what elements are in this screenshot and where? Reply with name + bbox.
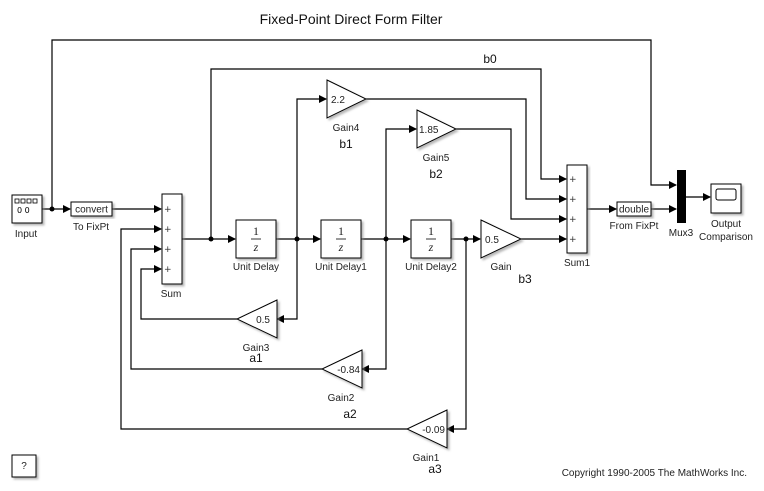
- gain3-value: 0.5: [256, 315, 270, 326]
- a3-label: a3: [428, 462, 442, 476]
- scope-block[interactable]: [710, 183, 742, 214]
- to-fixpt-label: To FixPt: [73, 222, 109, 233]
- wire-to-gain1: [446, 239, 467, 433]
- a2-label: a2: [343, 407, 357, 421]
- gain-label: Gain: [490, 262, 511, 273]
- wire-b0-to-sum1: [210, 68, 567, 239]
- gain4-block[interactable]: 2.2: [326, 79, 368, 119]
- to-fixpt-text: convert: [75, 205, 108, 216]
- mux3-block[interactable]: [677, 170, 686, 223]
- wire-gain2-to-sum: [130, 245, 322, 370]
- scope-label-line1: Output: [711, 219, 741, 230]
- gain-value: 0.5: [485, 235, 499, 246]
- scope-label-line2: Comparison: [699, 232, 753, 243]
- gain5-block[interactable]: 1.85: [416, 109, 458, 149]
- unit-delay-den: z: [253, 240, 259, 254]
- gain5-value: 1.85: [419, 125, 439, 136]
- wire-input-to-mux3: [51, 39, 677, 209]
- sum-sign-1: +: [164, 205, 172, 215]
- from-fixpt-text: double: [619, 205, 649, 216]
- gain5-label: Gain5: [423, 153, 450, 164]
- gain2-label: Gain2: [328, 393, 355, 404]
- b0-label: b0: [483, 52, 497, 66]
- gain4-label: Gain4: [333, 123, 360, 134]
- sum1-sign-2: +: [569, 195, 577, 205]
- unit-delay2-label: Unit Delay2: [405, 262, 457, 273]
- gain1-label: Gain1: [413, 453, 440, 464]
- help-button-text: ?: [21, 461, 27, 472]
- from-fixpt-label: From FixPt: [610, 221, 659, 232]
- input-label: Input: [15, 229, 37, 240]
- unit-delay1-block[interactable]: 1 z: [320, 219, 362, 259]
- unit-delay-block[interactable]: 1 z: [235, 219, 277, 259]
- sum1-sign-4: +: [569, 235, 577, 245]
- input-icon-text: 0 0: [17, 206, 30, 215]
- wire-gain1-to-sum: [120, 225, 407, 430]
- sum1-block[interactable]: + + + +: [566, 164, 588, 254]
- sum1-sign-1: +: [569, 175, 577, 185]
- unit-delay-num: 1: [253, 224, 259, 238]
- b3-label: b3: [518, 272, 532, 286]
- sum-label: Sum: [161, 289, 182, 300]
- diagram-title: Fixed-Point Direct Form Filter: [260, 11, 443, 27]
- sum-sign-3: +: [164, 245, 172, 255]
- sum-block[interactable]: + + + +: [161, 193, 183, 285]
- b1-label: b1: [339, 137, 353, 151]
- wire-gain5-to-sum1: [456, 128, 567, 223]
- junction-dot: [49, 206, 55, 212]
- gain1-block[interactable]: -0.09: [405, 409, 448, 449]
- sum1-label: Sum1: [564, 258, 591, 269]
- gain4-value: 2.2: [331, 95, 345, 106]
- input-block[interactable]: 0 0: [11, 194, 43, 224]
- unit-delay1-num: 1: [338, 224, 344, 238]
- unit-delay2-block[interactable]: 1 z: [410, 219, 452, 259]
- unit-delay1-den: z: [338, 240, 344, 254]
- gain2-value: -0.84: [337, 365, 360, 376]
- gain1-value: -0.09: [422, 425, 445, 436]
- wire-to-gain4: [296, 95, 327, 239]
- help-button[interactable]: ?: [11, 454, 37, 478]
- sum1-sign-3: +: [569, 215, 577, 225]
- wire-to-gain3: [276, 239, 298, 323]
- to-fixpt-block[interactable]: convert: [70, 201, 113, 217]
- b2-label: b2: [429, 167, 443, 181]
- gain3-block[interactable]: 0.5: [235, 299, 278, 339]
- wire-gain4-to-sum1: [366, 98, 567, 203]
- unit-delay-label: Unit Delay: [233, 262, 279, 273]
- a1-label: a1: [249, 351, 263, 365]
- sum-sign-4: +: [164, 265, 172, 275]
- from-fixpt-block[interactable]: double: [616, 201, 652, 217]
- sum-sign-2: +: [164, 225, 172, 235]
- wire-gain3-to-sum: [140, 265, 237, 320]
- gain3-label: Gain3: [243, 343, 270, 354]
- gain-block[interactable]: 0.5: [480, 219, 523, 259]
- wire-to-gain2: [361, 239, 387, 373]
- scope-screen-icon: [715, 188, 737, 201]
- unit-delay2-den: z: [428, 240, 434, 254]
- gain2-block[interactable]: -0.84: [320, 349, 363, 389]
- mux3-label: Mux3: [669, 228, 694, 239]
- unit-delay1-label: Unit Delay1: [315, 262, 367, 273]
- wire-to-gain5: [385, 125, 417, 239]
- copyright-text: Copyright 1990-2005 The MathWorks Inc.: [562, 468, 747, 479]
- unit-delay2-num: 1: [428, 224, 434, 238]
